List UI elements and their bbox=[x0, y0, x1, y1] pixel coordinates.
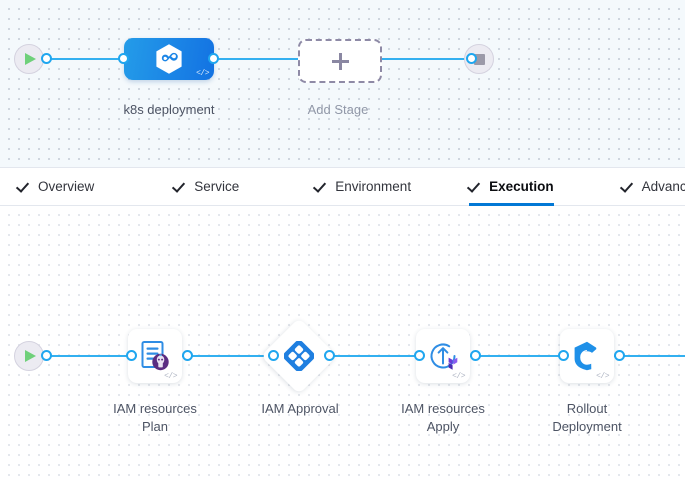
k8s-rolling-deploy-icon bbox=[574, 341, 600, 371]
port-apply-in[interactable] bbox=[414, 350, 425, 361]
execution-steps-canvas[interactable]: </> IAM resources Plan IAM Approval </> bbox=[0, 206, 685, 481]
tab-overview[interactable]: Overview bbox=[2, 167, 110, 206]
code-badge-icon: </> bbox=[452, 372, 465, 381]
stage-label-k8s-deployment: k8s deployment bbox=[123, 102, 215, 117]
step-label-rollout-deployment: Rollout Deployment bbox=[552, 401, 622, 434]
stop-icon bbox=[473, 53, 485, 65]
tab-execution[interactable]: Execution bbox=[453, 167, 570, 206]
check-icon bbox=[622, 181, 634, 193]
execution-start-node[interactable] bbox=[14, 341, 44, 371]
tab-environment[interactable]: Environment bbox=[299, 167, 427, 206]
step-label-iam-resources-plan: IAM resources Plan bbox=[113, 401, 197, 434]
port-approval-in[interactable] bbox=[268, 350, 279, 361]
connector-k8s-to-addstage bbox=[208, 58, 304, 60]
step-node-iam-resources-plan[interactable]: </> bbox=[128, 329, 182, 383]
code-badge-icon: </> bbox=[596, 372, 609, 381]
stage-node-k8s-deployment[interactable]: </> bbox=[124, 38, 214, 80]
port-approval-out[interactable] bbox=[324, 350, 335, 361]
check-icon bbox=[469, 181, 481, 193]
connector-start-to-plan bbox=[41, 355, 138, 357]
terraform-apply-icon bbox=[430, 343, 458, 370]
connector-approval-to-apply bbox=[324, 355, 416, 357]
step-node-iam-approval[interactable] bbox=[260, 317, 338, 395]
port-rollout-out[interactable] bbox=[614, 350, 625, 361]
harness-approval-icon bbox=[284, 341, 314, 371]
connector-rollout-to-next bbox=[614, 355, 685, 357]
step-node-rollout-deployment[interactable]: </> bbox=[560, 329, 614, 383]
port-start-out[interactable] bbox=[41, 53, 52, 64]
step-label-iam-approval: IAM Approval bbox=[261, 401, 339, 416]
pipeline-start-node[interactable] bbox=[14, 44, 44, 74]
port-end-in[interactable] bbox=[466, 53, 477, 64]
connector-apply-to-rollout bbox=[470, 355, 560, 357]
port-apply-out[interactable] bbox=[470, 350, 481, 361]
check-icon bbox=[174, 181, 186, 193]
check-icon bbox=[18, 181, 30, 193]
add-stage-label: Add Stage bbox=[307, 102, 369, 117]
tab-advanced[interactable]: Advanced bbox=[606, 167, 685, 206]
play-icon bbox=[25, 350, 36, 362]
port-k8s-in[interactable] bbox=[118, 53, 129, 64]
terraform-plan-document-icon bbox=[141, 341, 169, 371]
port-exec-start-out[interactable] bbox=[41, 350, 52, 361]
port-rollout-in[interactable] bbox=[558, 350, 569, 361]
plus-icon bbox=[331, 52, 349, 70]
port-plan-in[interactable] bbox=[126, 350, 137, 361]
add-stage-button[interactable] bbox=[298, 39, 382, 83]
code-badge-icon: </> bbox=[196, 69, 209, 78]
connector-addstage-to-end bbox=[376, 58, 472, 60]
port-plan-out[interactable] bbox=[182, 350, 193, 361]
tab-service[interactable]: Service bbox=[158, 167, 255, 206]
code-badge-icon: </> bbox=[164, 372, 177, 381]
harness-infinity-icon bbox=[156, 44, 182, 74]
check-icon bbox=[315, 181, 327, 193]
step-node-iam-resources-apply[interactable]: </> bbox=[416, 329, 470, 383]
stage-canvas[interactable]: </> k8s deployment Add Stage bbox=[0, 0, 685, 167]
port-k8s-out[interactable] bbox=[208, 53, 219, 64]
stage-config-tab-bar[interactable]: Overview Service Environment Execution A… bbox=[0, 167, 685, 206]
play-icon bbox=[25, 53, 36, 65]
connector-plan-to-approval bbox=[182, 355, 274, 357]
connector-start-to-k8s bbox=[41, 58, 131, 60]
step-label-iam-resources-apply: IAM resources Apply bbox=[401, 401, 485, 434]
